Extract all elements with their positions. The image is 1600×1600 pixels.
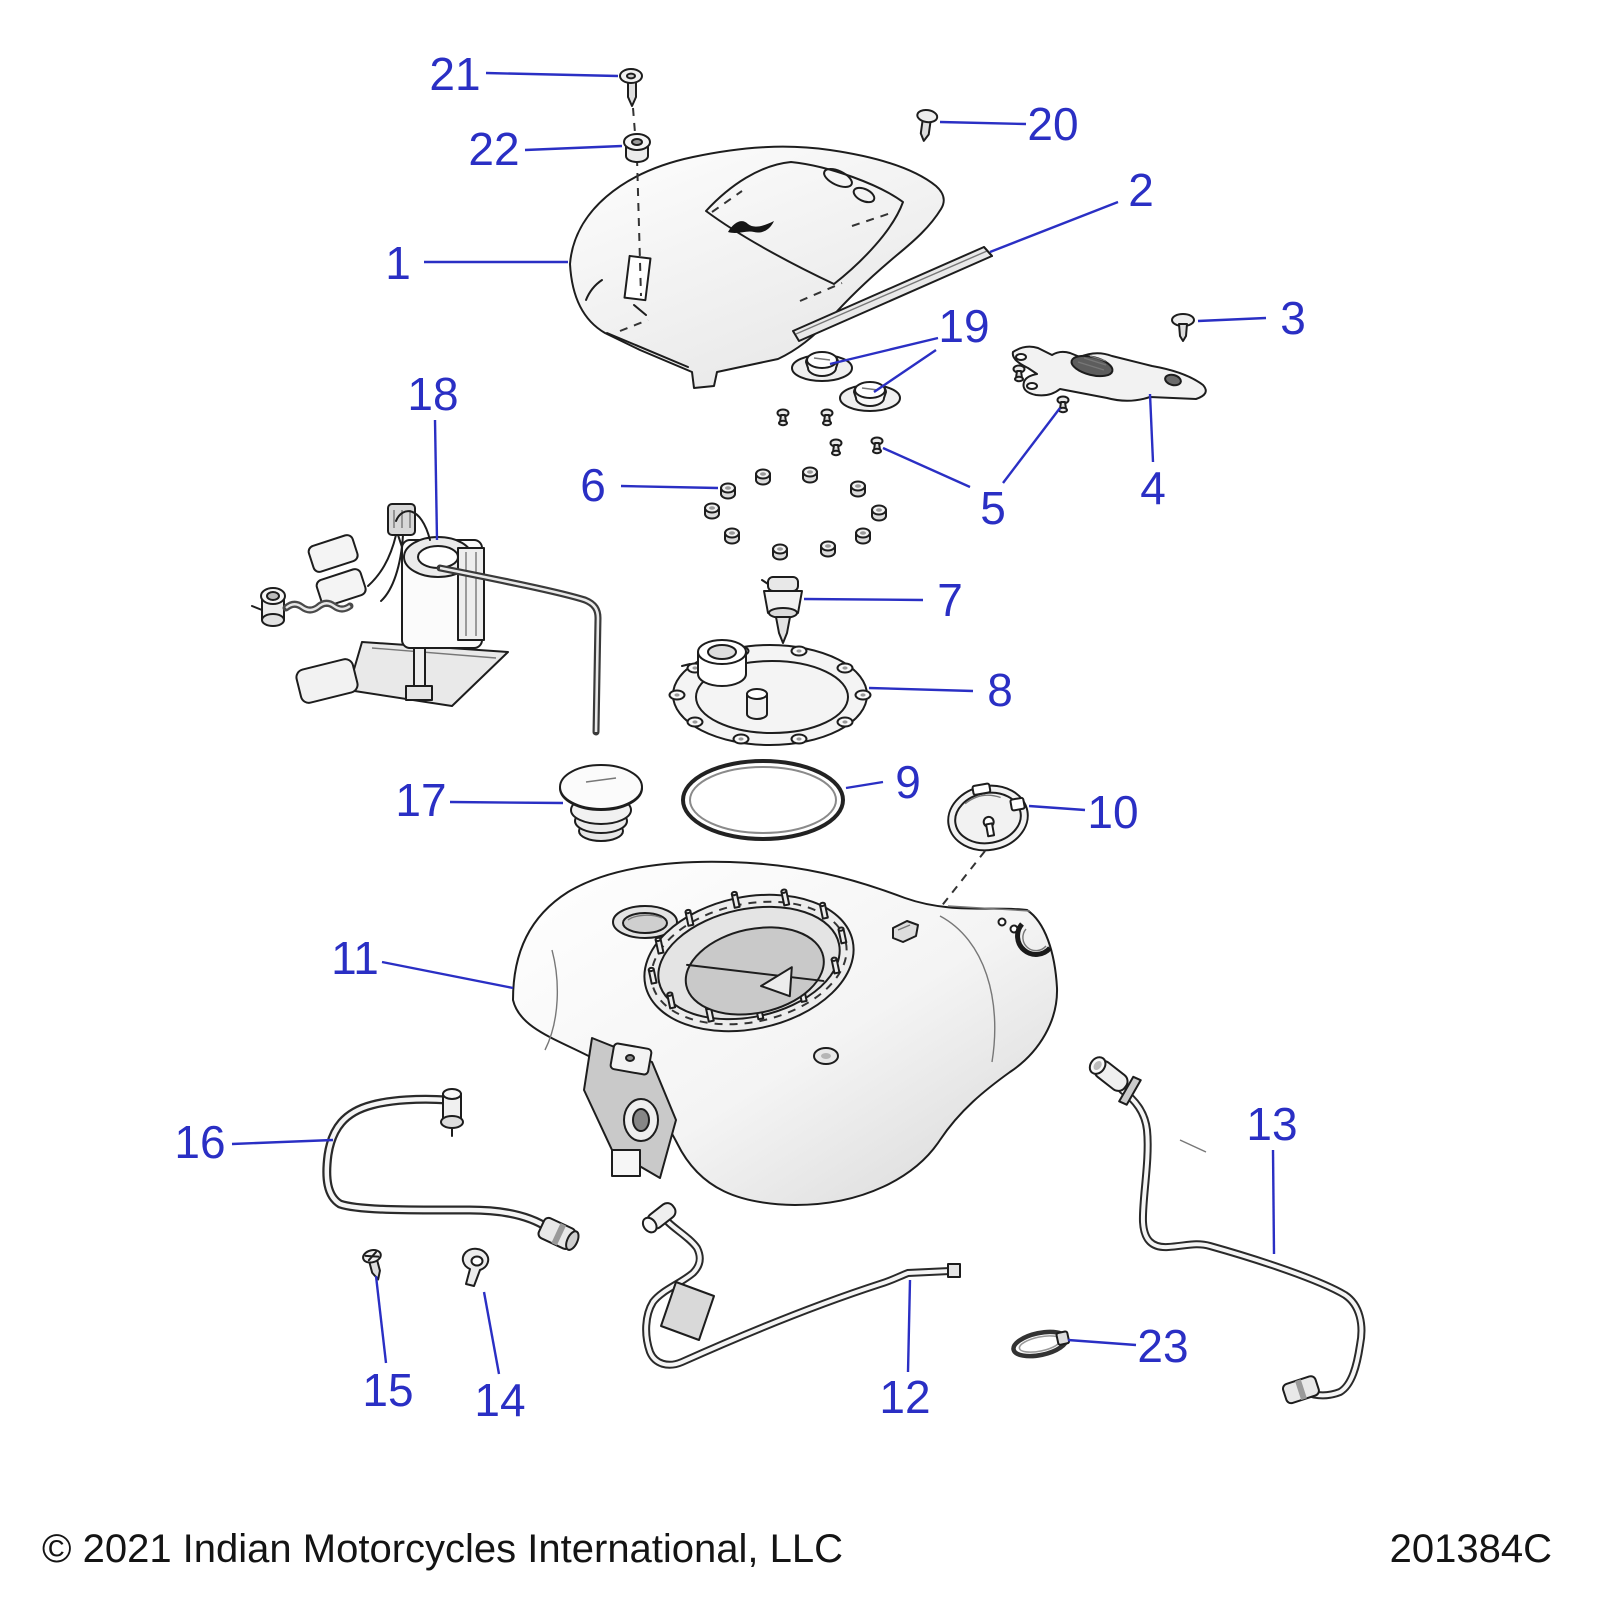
tank-pump-opening [643, 888, 855, 1033]
part-fuel-tank-11 [512, 860, 1207, 1206]
part-nuts-6 [704, 466, 887, 561]
callout-leader-14 [482, 1291, 501, 1375]
line16-elbow-fitting [440, 1088, 464, 1137]
callout-19: 19 [938, 300, 989, 352]
callout-2: 2 [1128, 164, 1154, 216]
callout-leader-20 [939, 120, 1027, 126]
callout-7: 7 [937, 574, 963, 626]
callout-leader-19 [873, 349, 937, 393]
part-hose-clamp-23 [1011, 1329, 1071, 1359]
pump-elbow-fitting [251, 587, 286, 627]
part-mount-19b [839, 381, 901, 412]
callout-leader-10 [1028, 804, 1086, 812]
callout-20: 20 [1027, 98, 1078, 150]
callout-leader-17 [449, 800, 564, 805]
part-screw-21 [619, 68, 643, 107]
callout-3: 3 [1280, 292, 1306, 344]
callout-leader-16 [231, 1138, 334, 1146]
callout-leader-7 [803, 597, 924, 602]
callout-12: 12 [879, 1371, 930, 1423]
part-fuel-cap-17 [559, 764, 643, 842]
part-cap-door-10 [947, 782, 1029, 852]
callout-9: 9 [895, 756, 921, 808]
callout-13: 13 [1246, 1098, 1297, 1150]
footer-copyright: © 2021 Indian Motorcycles International,… [42, 1527, 843, 1571]
tank-filler-hole [612, 905, 678, 939]
callout-22: 22 [468, 123, 519, 175]
callout-16: 16 [174, 1116, 225, 1168]
part-trim-strip [792, 246, 993, 342]
callout-leader-9 [845, 780, 884, 790]
tank-rear-mount [947, 905, 1052, 957]
flange-filler-neck [681, 639, 747, 687]
callout-leader-6 [620, 484, 719, 490]
callout-15: 15 [362, 1364, 413, 1416]
part-fuel-pump-18 [251, 503, 602, 736]
callout-leader-13 [1271, 1149, 1276, 1255]
part-screw-3 [1171, 313, 1195, 342]
callout-leader-4 [1148, 393, 1155, 463]
tank-surface-mark [1179, 1139, 1207, 1153]
part-bracket-4 [1011, 345, 1207, 402]
footer-doc-code: 201384C [1390, 1527, 1552, 1571]
callout-leader-12 [906, 1279, 912, 1373]
callout-leader-5 [1002, 407, 1061, 484]
line13-top-fitting [1088, 1056, 1142, 1106]
hose12-tag [660, 1281, 715, 1341]
part-mount-19a [791, 351, 853, 382]
callout-leader-3 [1197, 316, 1267, 323]
line16-end-fitting [537, 1216, 580, 1251]
part-oring-9 [681, 759, 845, 841]
tank-line-clip [892, 920, 919, 943]
callout-leader-23 [1067, 1338, 1137, 1347]
callout-leader-5 [882, 446, 971, 489]
callout-leader-15 [374, 1275, 388, 1364]
callout-10: 10 [1087, 786, 1138, 838]
part-clip-14 [461, 1247, 490, 1287]
callout-4: 4 [1140, 462, 1166, 514]
part-flange-plate-8 [668, 639, 872, 746]
callout-leader-18 [433, 419, 439, 541]
callout-leader-2 [989, 200, 1119, 254]
line13-end-fitting [1281, 1375, 1320, 1405]
part-grommet-22 [623, 133, 651, 163]
flange-center-tube [746, 688, 768, 720]
part-vent-hose-12 [641, 1202, 961, 1369]
callout-6: 6 [580, 459, 606, 511]
callout-14: 14 [474, 1374, 525, 1426]
callout-leader-21 [485, 71, 619, 78]
part-valve-7 [761, 576, 803, 644]
callout-leader-8 [868, 686, 974, 693]
callout-5: 5 [980, 482, 1006, 534]
callout-8: 8 [987, 664, 1013, 716]
part-fuel-line-16 [322, 1088, 580, 1251]
assembly-axis-dashed-line [632, 107, 642, 297]
part-screw-20 [916, 108, 939, 142]
part-screw-15 [362, 1249, 382, 1281]
callout-18: 18 [407, 368, 458, 420]
part-console-cover [569, 145, 945, 389]
callout-17: 17 [395, 774, 446, 826]
part-fuel-line-13 [1088, 1056, 1366, 1405]
indian-script-logo [728, 221, 774, 233]
callout-23: 23 [1137, 1320, 1188, 1372]
callout-leader-19 [829, 336, 939, 366]
callout-leader-22 [524, 144, 623, 152]
callout-11: 11 [331, 932, 379, 984]
callout-leader-11 [381, 960, 514, 990]
hose12-elbow [641, 1202, 677, 1234]
tank-front-bracket [583, 1037, 677, 1179]
callout-1: 1 [385, 237, 411, 289]
callout-21: 21 [429, 48, 480, 100]
